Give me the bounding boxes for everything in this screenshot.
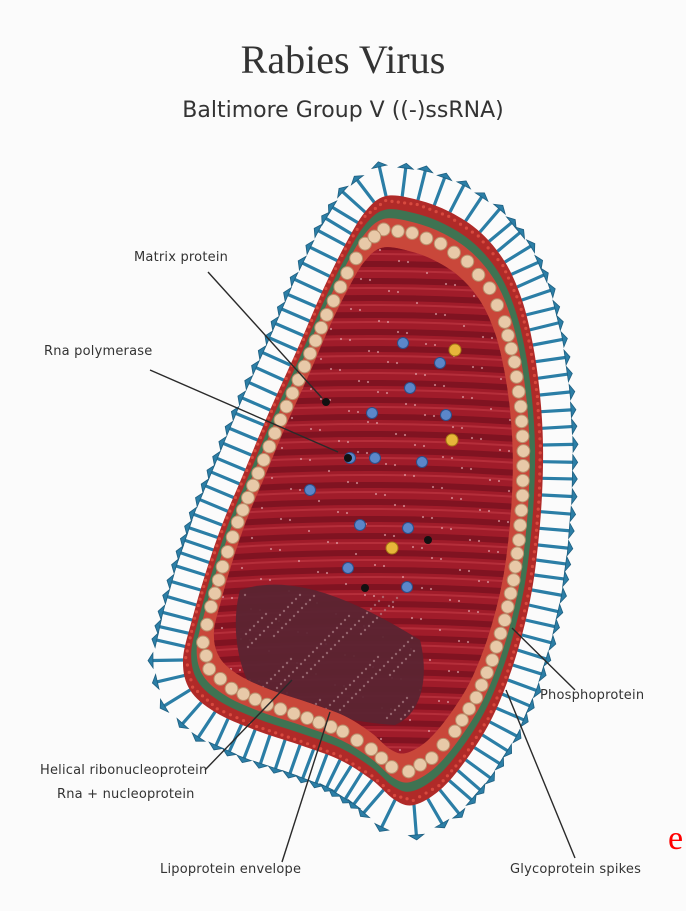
- label-glycoprotein-spikes: Glycoprotein spikes: [510, 862, 641, 877]
- label-rna-nucleoprotein: Rna + nucleoprotein: [57, 787, 195, 802]
- label-phosphoprotein: Phosphoprotein: [540, 688, 644, 703]
- label-helical-ribonucleoprotein: Helical ribonucleoprotein: [40, 763, 207, 778]
- helical-coils: [120, 196, 620, 812]
- edge-letter: e: [668, 822, 683, 856]
- label-lipoprotein-envelope: Lipoprotein envelope: [160, 862, 301, 877]
- label-rna-polymerase: Rna polymerase: [44, 344, 152, 359]
- diagram-title: Rabies Virus: [0, 36, 686, 83]
- diagram-subtitle: Baltimore Group V ((-)ssRNA): [0, 98, 686, 123]
- label-matrix-protein: Matrix protein: [134, 250, 228, 265]
